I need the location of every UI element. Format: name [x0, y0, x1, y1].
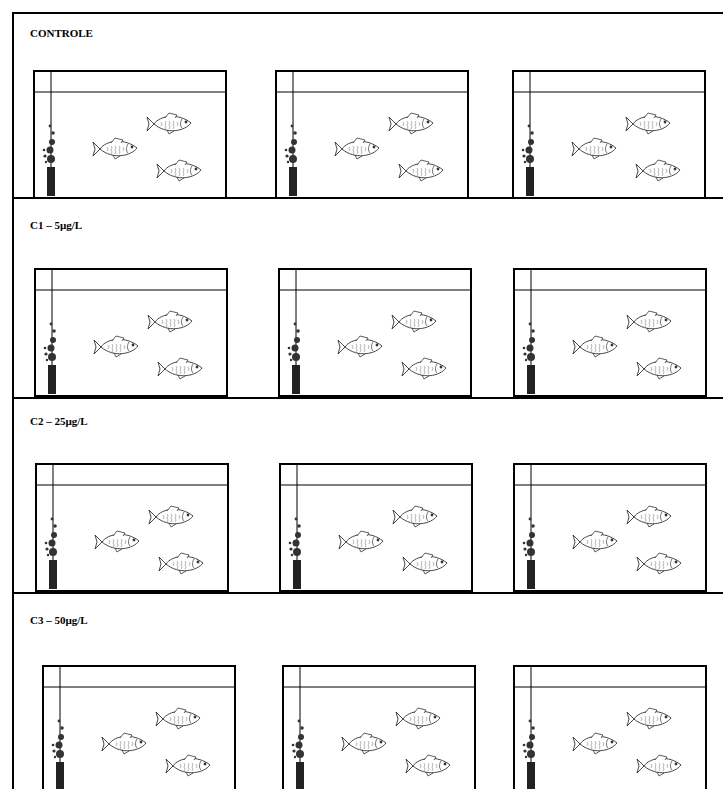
band-heading: C3 – 50µg/L [30, 614, 723, 626]
aquarium [283, 666, 475, 789]
aquarium [514, 269, 706, 396]
band-heading: CONTROLE [30, 27, 723, 39]
concentration-band: C2 – 25µg/L [12, 397, 723, 593]
aquarium [276, 71, 468, 198]
aquarium [43, 666, 235, 789]
aquarium [513, 71, 705, 198]
concentration-band: C3 – 50µg/L [12, 592, 723, 789]
band-heading: C2 – 25µg/L [30, 415, 723, 427]
aquarium [36, 464, 228, 591]
aquarium [280, 464, 472, 591]
concentration-band: CONTROLE [12, 12, 723, 198]
aquarium [279, 269, 471, 396]
concentration-band: C1 – 5µg/L [12, 197, 723, 399]
aquarium [34, 71, 226, 198]
aquarium [35, 269, 227, 396]
aquarium [514, 464, 706, 591]
aquarium [514, 666, 706, 789]
band-heading: C1 – 5µg/L [30, 219, 723, 231]
